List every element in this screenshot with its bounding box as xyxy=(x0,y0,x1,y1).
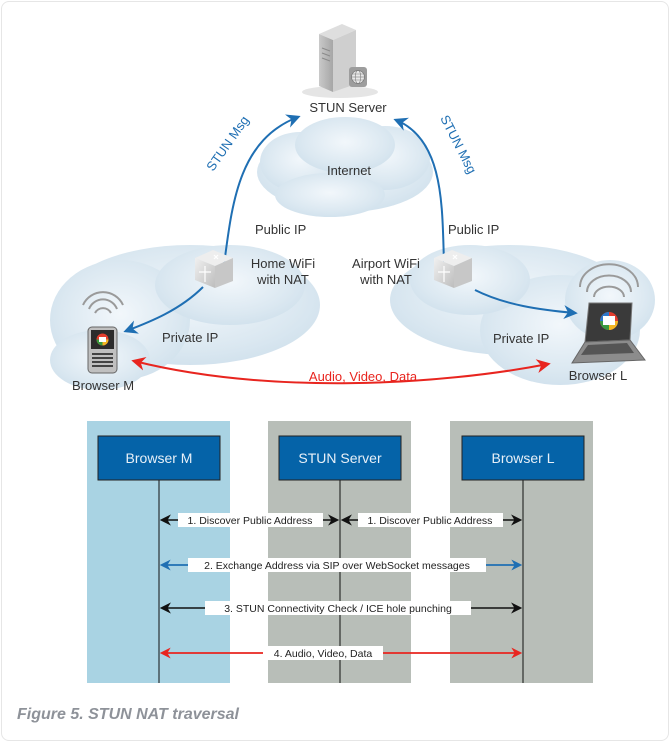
message-4-label: 4. Audio, Video, Data xyxy=(274,648,373,660)
browser-l-label: Browser L xyxy=(569,368,628,383)
message-4: 4. Audio, Video, Data xyxy=(159,646,523,660)
stun-msg-left-label: STUN Msg xyxy=(203,113,252,174)
globe-icon xyxy=(349,67,367,87)
stun-msg-arrow-right xyxy=(393,117,445,263)
message-3: 3. STUN Connectivity Check / ICE hole pu… xyxy=(159,601,523,615)
stun-msg-arrow-left xyxy=(223,114,301,266)
message-1a: 1. Discover Public Address xyxy=(159,513,340,527)
server-icon xyxy=(302,24,378,98)
browser-l-laptop-icon xyxy=(571,263,646,364)
private-ip-left-label: Private IP xyxy=(162,330,218,345)
home-network-cloud xyxy=(50,245,320,390)
private-ip-right-label: Private IP xyxy=(493,331,549,346)
stun-msg-right-label: STUN Msg xyxy=(437,113,479,176)
airport-nat-router-icon xyxy=(434,250,472,288)
home-nat-router-icon xyxy=(195,250,233,288)
stun-server-label: STUN Server xyxy=(309,100,387,115)
media-arrow-top xyxy=(131,356,551,385)
home-nat-label-line2: with NAT xyxy=(256,272,309,287)
participant-stun-server-label: STUN Server xyxy=(298,450,382,466)
public-ip-left-label: Public IP xyxy=(255,222,306,237)
message-2-label: 2. Exchange Address via SIP over WebSock… xyxy=(204,560,470,572)
participant-stun-server: STUN Server xyxy=(278,435,402,481)
participant-browser-l: Browser L xyxy=(461,435,585,481)
public-ip-right-label: Public IP xyxy=(448,222,499,237)
message-1b-label: 1. Discover Public Address xyxy=(368,515,493,527)
browser-m-phone-icon xyxy=(82,291,124,374)
nat-to-browser-m-arrow xyxy=(123,286,204,334)
participant-browser-m-label: Browser M xyxy=(126,450,193,466)
participant-browser-m: Browser M xyxy=(97,435,221,481)
sequence-diagram: Browser M STUN Server Browser L 1. Disco… xyxy=(87,421,593,683)
internet-label: Internet xyxy=(327,163,371,178)
nat-to-browser-l-arrow xyxy=(474,289,578,320)
airport-nat-label-line2: with NAT xyxy=(359,272,412,287)
message-3-label: 3. STUN Connectivity Check / ICE hole pu… xyxy=(224,603,452,615)
airport-nat-label-line1: Airport WiFi xyxy=(352,256,420,271)
internet-cloud xyxy=(257,117,433,217)
message-1b: 1. Discover Public Address xyxy=(340,513,523,527)
message-1a-label: 1. Discover Public Address xyxy=(188,515,313,527)
message-2: 2. Exchange Address via SIP over WebSock… xyxy=(159,558,523,572)
browser-m-label: Browser M xyxy=(72,378,134,393)
figure-caption: Figure 5. STUN NAT traversal xyxy=(17,706,239,723)
media-label-top: Audio, Video, Data xyxy=(309,369,418,384)
participant-browser-l-label: Browser L xyxy=(491,450,554,466)
home-nat-label-line1: Home WiFi xyxy=(251,256,315,271)
